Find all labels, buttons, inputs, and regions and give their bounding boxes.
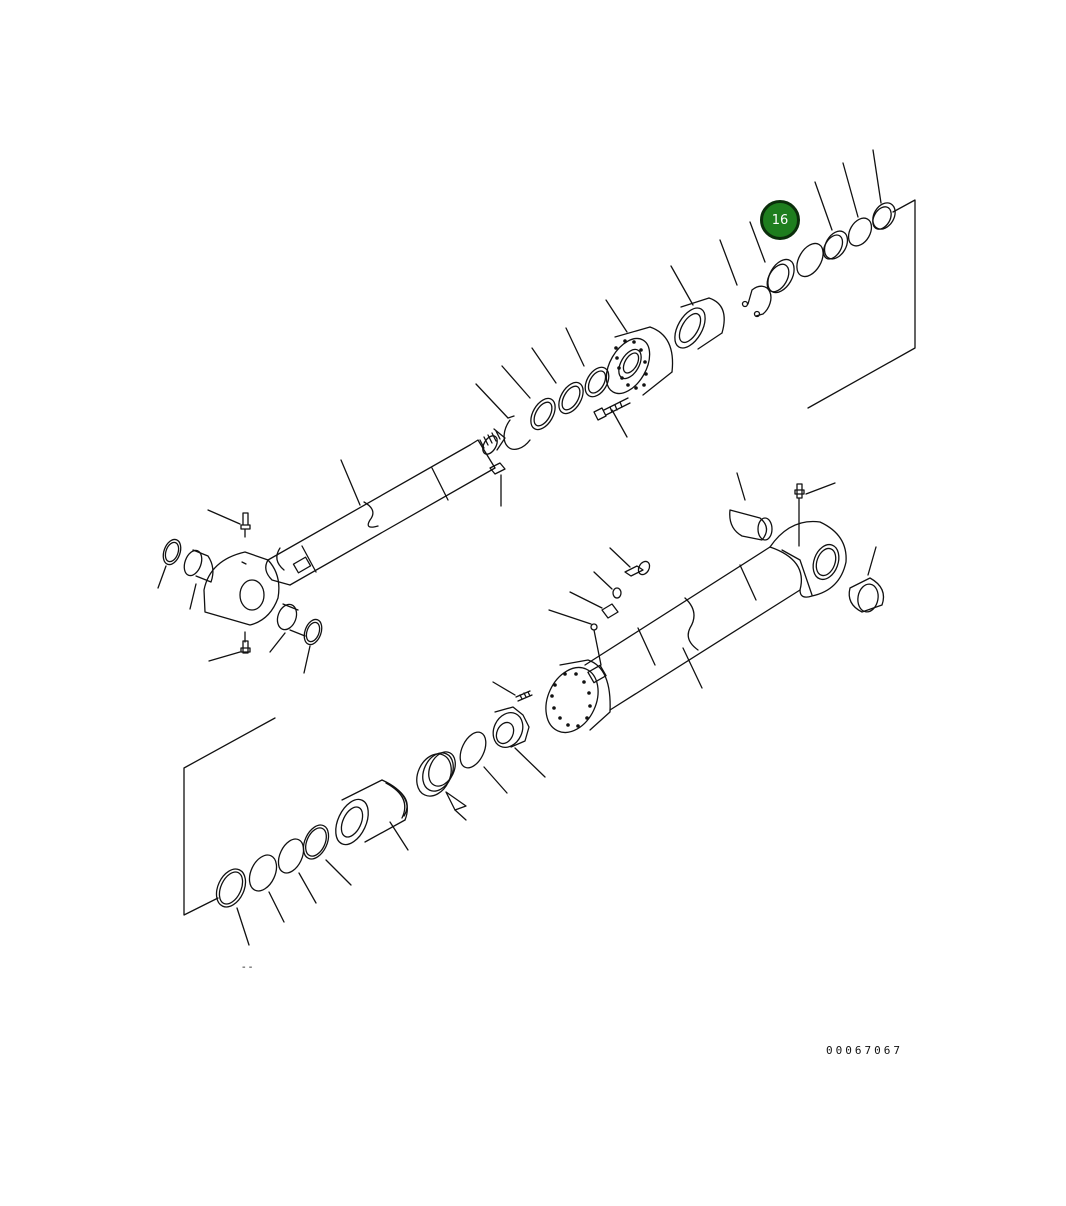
bottom-bushings <box>729 472 885 613</box>
drawing-number: 00067067 <box>826 1044 903 1057</box>
grease-fittings <box>207 482 836 662</box>
head-bolt <box>593 397 631 421</box>
rod-eye-bushings <box>157 538 323 674</box>
callout-badge-16[interactable]: 16 <box>760 200 800 240</box>
cylinder-bottom-eye <box>769 520 847 598</box>
rod-seals <box>503 366 610 450</box>
piston <box>335 751 467 851</box>
lower-bracket <box>183 717 276 916</box>
rod-eye <box>203 551 280 626</box>
upper-seal-rings <box>741 202 896 318</box>
cylinder-head <box>605 326 674 396</box>
rod-bushing <box>674 297 725 350</box>
piston-nut <box>459 706 546 794</box>
upper-leaders <box>475 149 882 438</box>
lower-seal-rings <box>215 824 352 946</box>
port-fittings <box>492 547 651 702</box>
upper-bracket <box>807 199 916 409</box>
stray-mark: - - <box>242 962 253 973</box>
tube-flange <box>545 659 611 734</box>
cylinder-tube <box>584 546 802 711</box>
piston-rod <box>265 428 506 586</box>
